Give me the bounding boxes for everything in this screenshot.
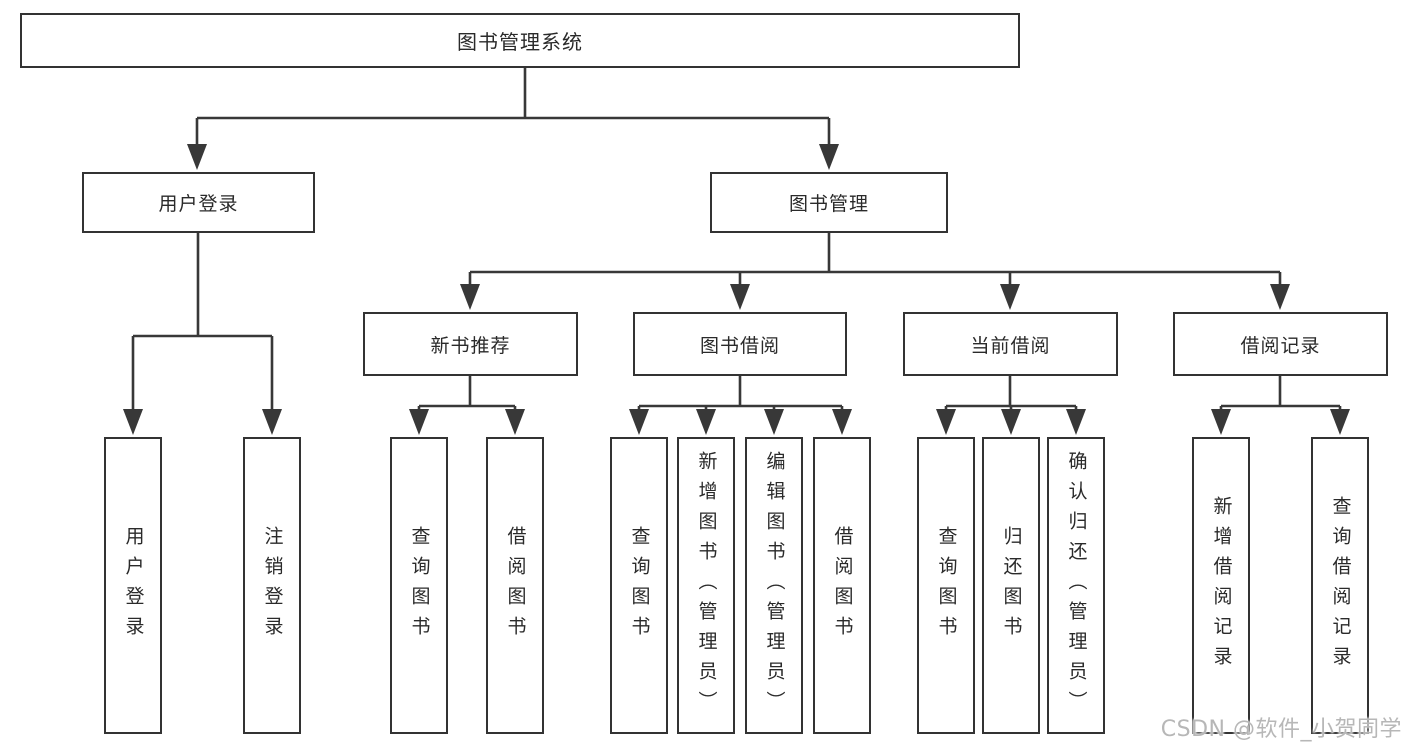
node-label: 新书推荐 (430, 334, 511, 357)
arrowhead-icon (936, 409, 956, 435)
leaf-current-query-book: 查询图书 (917, 437, 975, 734)
arrowhead-icon (629, 409, 649, 435)
leaf-label: 查询借阅记录 (1329, 495, 1352, 676)
leaf-label: 注销登录 (261, 525, 284, 646)
watermark: CSDN @软件_小贺同学 (1160, 717, 1402, 742)
connector-borrow-records-children (1211, 376, 1350, 435)
arrowhead-icon (460, 284, 480, 310)
leaf-label: 查询图书 (408, 525, 431, 646)
arrowhead-icon (1001, 409, 1021, 435)
leaf-label: 编辑图书（管理员） (763, 450, 786, 721)
node-label: 图书借阅 (699, 334, 780, 357)
leaf-label: 借阅图书 (831, 525, 854, 646)
leaf-borrow-borrow-book: 借阅图书 (813, 437, 871, 734)
node-book-management: 图书管理 (710, 172, 948, 233)
arrowhead-icon (1330, 409, 1350, 435)
leaf-label: 查询图书 (935, 525, 958, 646)
node-label: 图书管理 (788, 193, 869, 215)
node-user-login: 用户登录 (82, 172, 315, 233)
node-borrow-records: 借阅记录 (1173, 312, 1388, 376)
node-label: 用户登录 (158, 193, 239, 215)
node-current-borrow: 当前借阅 (903, 312, 1118, 376)
node-label: 借阅记录 (1240, 334, 1321, 357)
arrowhead-icon (764, 409, 784, 435)
connector-current-borrow-children (936, 376, 1086, 435)
arrowhead-icon (832, 409, 852, 435)
arrowhead-icon (1270, 284, 1290, 310)
node-library-management-system: 图书管理系统 (20, 13, 1020, 68)
arrowhead-icon (409, 409, 429, 435)
arrowhead-icon (123, 409, 143, 435)
leaf-recommend-query-book: 查询图书 (390, 437, 448, 734)
leaf-borrow-edit-book-admin: 编辑图书（管理员） (745, 437, 803, 734)
arrowhead-icon (1211, 409, 1231, 435)
connector-new-book-recommend-children (409, 376, 525, 435)
leaf-current-confirm-return-admin: 确认归还（管理员） (1047, 437, 1105, 734)
connector-user-login-children (123, 233, 282, 435)
connector-root-to-level1 (187, 68, 839, 170)
arrowhead-icon (505, 409, 525, 435)
arrowhead-icon (730, 284, 750, 310)
leaf-label: 新增图书（管理员） (695, 450, 718, 721)
leaf-user-login: 用户登录 (104, 437, 162, 734)
leaf-logout: 注销登录 (243, 437, 301, 734)
node-new-book-recommend: 新书推荐 (363, 312, 578, 376)
connector-book-borrow-children (629, 376, 852, 435)
leaf-borrow-add-book-admin: 新增图书（管理员） (677, 437, 735, 734)
leaf-recommend-borrow-book: 借阅图书 (486, 437, 544, 734)
node-label: 图书管理系统 (457, 30, 583, 54)
arrowhead-icon (696, 409, 716, 435)
leaf-records-add-borrow-record: 新增借阅记录 (1192, 437, 1250, 734)
leaf-label: 归还图书 (1000, 525, 1023, 646)
arrowhead-icon (262, 409, 282, 435)
leaf-label: 确认归还（管理员） (1065, 450, 1088, 721)
arrowhead-icon (1066, 409, 1086, 435)
leaf-records-query-borrow-record: 查询借阅记录 (1311, 437, 1369, 734)
leaf-current-return-book: 归还图书 (982, 437, 1040, 734)
arrowhead-icon (187, 144, 207, 170)
arrowhead-icon (819, 144, 839, 170)
leaf-label: 查询图书 (628, 525, 651, 646)
leaf-label: 借阅图书 (504, 525, 527, 646)
node-label: 当前借阅 (970, 334, 1051, 357)
connector-book-management-children (460, 233, 1290, 310)
arrowhead-icon (1000, 284, 1020, 310)
leaf-borrow-query-book: 查询图书 (610, 437, 668, 734)
node-book-borrow: 图书借阅 (633, 312, 847, 376)
leaf-label: 新增借阅记录 (1210, 495, 1233, 676)
leaf-label: 用户登录 (122, 525, 145, 646)
